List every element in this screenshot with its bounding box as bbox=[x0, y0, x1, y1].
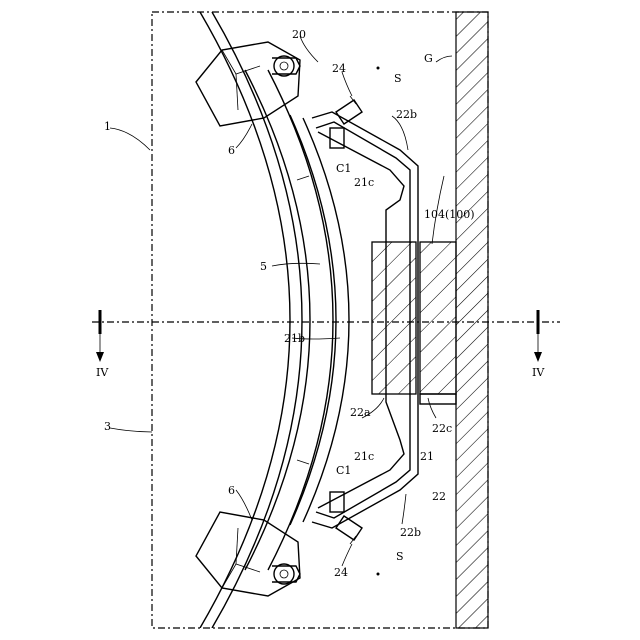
label-1: 1 bbox=[104, 120, 111, 133]
curved-members bbox=[200, 12, 349, 628]
label-5: 5 bbox=[260, 260, 267, 273]
dot-s-bottom bbox=[377, 573, 380, 576]
dot-s-top bbox=[377, 67, 380, 70]
label-20: 20 bbox=[292, 28, 306, 41]
block-104 bbox=[372, 242, 456, 404]
label-22: 22 bbox=[432, 490, 446, 503]
ground-g bbox=[456, 12, 488, 628]
label-24-top: 24 bbox=[332, 62, 346, 75]
label-21c-top: 21c bbox=[354, 176, 374, 189]
label-g: G bbox=[424, 52, 433, 65]
label-section-left: IV bbox=[96, 366, 109, 379]
label-c1-bottom: C1 bbox=[336, 464, 351, 477]
label-24-bottom: 24 bbox=[334, 566, 348, 579]
label-3: 3 bbox=[104, 420, 111, 433]
label-s-top: S bbox=[394, 72, 402, 85]
label-c1-top: C1 bbox=[336, 162, 351, 175]
label-21b: 21b bbox=[284, 332, 305, 345]
label-section-right: IV bbox=[532, 366, 545, 379]
label-21c-bottom: 21c bbox=[354, 450, 374, 463]
label-22a: 22a bbox=[350, 406, 371, 419]
label-104: 104(100) bbox=[424, 208, 475, 221]
label-6-top: 6 bbox=[228, 144, 235, 157]
label-22b-bottom: 22b bbox=[400, 526, 421, 539]
clamp-6-bottom bbox=[196, 512, 300, 596]
label-6-bottom: 6 bbox=[228, 484, 235, 497]
label-22b-top: 22b bbox=[396, 108, 417, 121]
label-21: 21 bbox=[420, 450, 434, 463]
label-s-bottom: S bbox=[396, 550, 404, 563]
label-22c: 22c bbox=[432, 422, 452, 435]
section-line-iv bbox=[92, 310, 560, 362]
clamp-6-top bbox=[196, 42, 300, 126]
